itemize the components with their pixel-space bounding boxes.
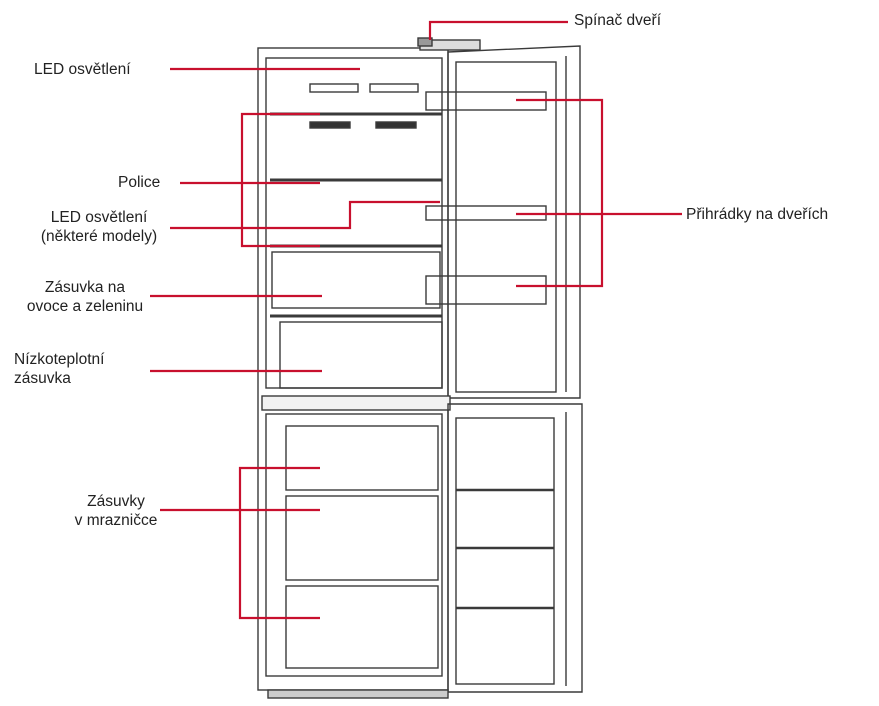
freezer-drawer-3	[286, 586, 438, 668]
cabinet-inner	[266, 58, 442, 388]
led-strip-top	[310, 84, 358, 92]
label-shelves: Police	[118, 173, 160, 192]
door-bin-3	[426, 276, 546, 304]
low-temp-drawer	[280, 322, 442, 388]
fridge-door-inner	[456, 62, 556, 392]
freezer-drawer-1	[286, 426, 438, 490]
led-strip-lower-2	[376, 122, 416, 128]
leader-door-switch	[430, 22, 568, 40]
freezer-compartment	[266, 414, 442, 676]
fridge-drawing	[258, 38, 582, 698]
freezer-drawer-2	[286, 496, 438, 580]
leader-door-bins	[516, 100, 602, 286]
label-door-bins: Přihrádky na dveřích	[686, 205, 828, 224]
label-crisper: Zásuvka na ovoce a zeleninu	[10, 278, 160, 316]
label-low-temp: Nízkoteplotní zásuvka	[14, 350, 104, 388]
divider	[262, 396, 450, 410]
leader-led-some	[170, 202, 440, 228]
label-freezer: Zásuvky v mrazničce	[56, 492, 176, 530]
led-strip-lower	[310, 122, 350, 128]
leader-lines	[150, 22, 682, 618]
label-led-some: LED osvětlení (některé modely)	[8, 208, 190, 246]
led-strip-top-2	[370, 84, 418, 92]
base-plinth	[268, 690, 448, 698]
label-led-top: LED osvětlení	[34, 60, 131, 79]
label-door-switch: Spínač dveří	[574, 11, 661, 30]
crisper-drawer	[272, 252, 440, 308]
freezer-door-inner	[456, 418, 554, 684]
fridge-door	[448, 46, 580, 398]
